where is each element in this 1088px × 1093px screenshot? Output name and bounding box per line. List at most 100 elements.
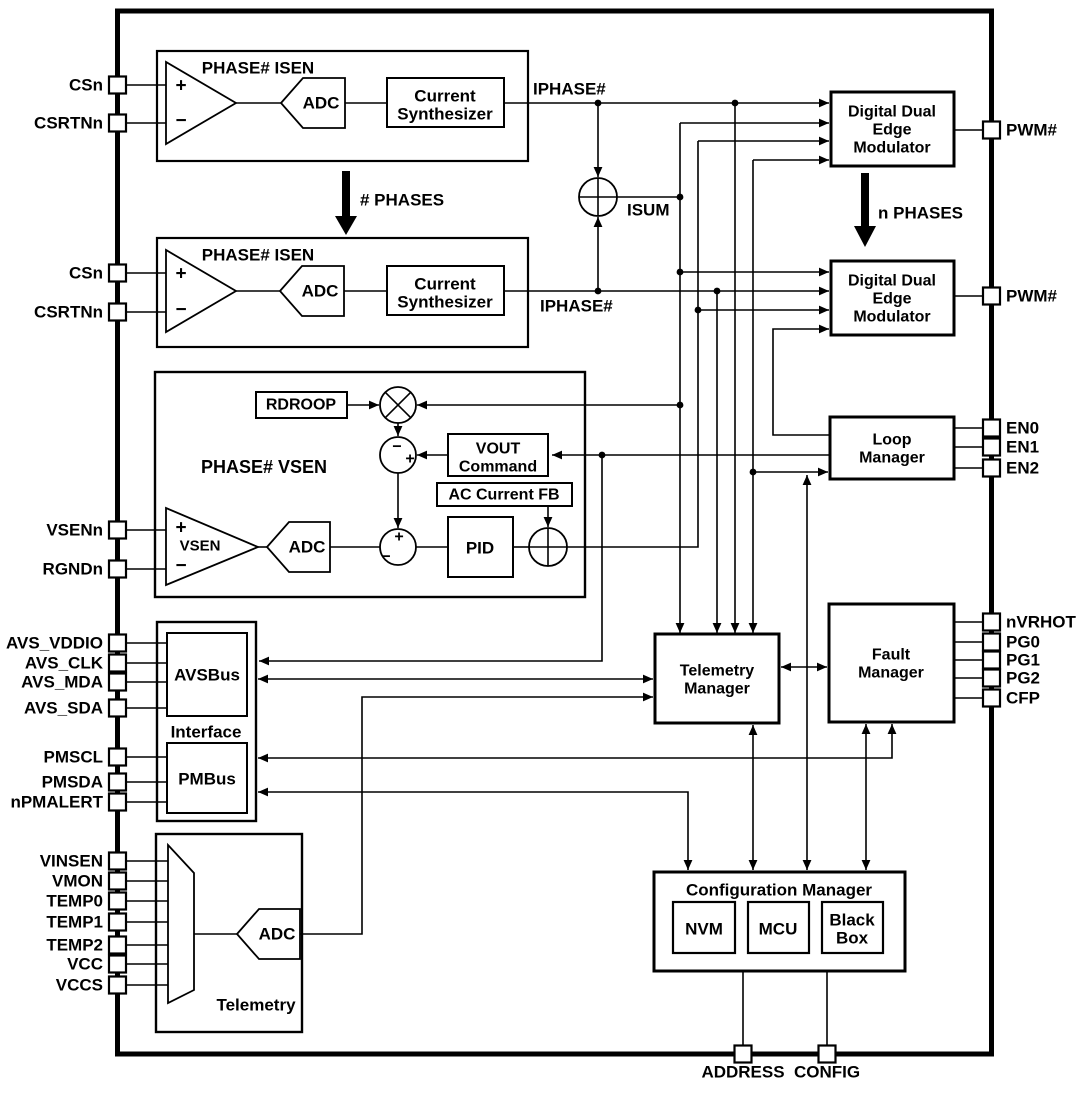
- arrowhead-icon: [543, 517, 553, 527]
- pin-PMSCL: [107, 747, 128, 767]
- box-avsbus: [166, 632, 248, 717]
- box-current-synthesizer-1-label: Synthesizer: [397, 105, 493, 124]
- pin-label-CSRTNn: CSRTNn: [34, 114, 103, 133]
- pin-label-PWM#: PWM#: [1006, 121, 1058, 140]
- signal-label: IPHASE#: [540, 297, 613, 316]
- pin-label-PG1: PG1: [1006, 651, 1040, 670]
- operator-sign: +: [394, 529, 403, 546]
- pin-nVRHOT: [981, 612, 1002, 632]
- signal-label: IPHASE#: [533, 80, 606, 99]
- arrowhead-icon: [259, 656, 269, 666]
- box-isen-block-2-label: PHASE# ISEN: [202, 246, 314, 265]
- arrowhead-icon: [730, 623, 740, 633]
- pin-TEMP1: [107, 912, 128, 932]
- box-loop-manager-label: Manager: [859, 450, 925, 467]
- arrowhead-icon: [748, 725, 758, 735]
- telemetry-mux: [167, 842, 195, 1005]
- box-interface-block-label: Interface: [171, 723, 242, 742]
- box-telemetry-manager: [653, 632, 781, 725]
- minus-sign: −: [175, 556, 186, 577]
- pin-PMSDA: [107, 772, 128, 792]
- pin-TEMP2: [107, 935, 128, 955]
- phases-arrow-right-head-icon: [854, 226, 876, 247]
- pin-label-PG2: PG2: [1006, 669, 1040, 688]
- isen-amp-1: [165, 60, 238, 146]
- pin-label-VINSEN: VINSEN: [40, 852, 103, 871]
- feedback-subtractor: [379, 528, 417, 566]
- arrowhead-icon: [675, 623, 685, 633]
- arrowhead-icon: [417, 400, 427, 410]
- pin-CSn: [107, 75, 128, 95]
- arrowhead-icon: [802, 475, 812, 485]
- box-current-synthesizer-2-label: Current: [414, 275, 476, 294]
- plus-sign: +: [175, 76, 186, 97]
- pin-AVS_SDA: [107, 698, 128, 718]
- plus-sign: +: [175, 264, 186, 285]
- arrowhead-icon: [643, 674, 653, 684]
- box-modulator-1-label: Edge: [872, 122, 911, 139]
- arrowhead-icon: [819, 118, 829, 128]
- box-ac-current-fb-label: AC Current FB: [448, 487, 559, 504]
- arrowhead-icon: [802, 860, 812, 870]
- arrowhead-icon: [258, 753, 268, 763]
- adc-telemetry: [235, 908, 301, 960]
- box-loop-manager-label: Loop: [872, 432, 911, 449]
- pin-label-PMSDA: PMSDA: [42, 773, 103, 792]
- isen-amp-2: [165, 248, 238, 334]
- pin-CONFIG: [817, 1044, 837, 1064]
- pin-label-CSn: CSn: [69, 264, 103, 283]
- pin-label-PWM#: PWM#: [1006, 287, 1058, 306]
- pin-ADDRESS: [733, 1044, 753, 1064]
- pin-label-ADDRESS: ADDRESS: [701, 1063, 784, 1082]
- box-modulator-2-label: Digital Dual: [848, 273, 936, 290]
- box-isen-block-1-label: PHASE# ISEN: [202, 59, 314, 78]
- pin-VCC: [107, 954, 128, 974]
- pin-EN2: [981, 458, 1002, 478]
- arrowhead-icon: [393, 518, 403, 528]
- arrowhead-icon: [748, 860, 758, 870]
- box-modulator-1: [829, 90, 956, 168]
- pin-AVS_CLK: [107, 653, 128, 673]
- pin-PWM#: [981, 120, 1002, 140]
- pin-RGNDn: [107, 559, 128, 579]
- box-modulator-1-label: Modulator: [853, 140, 930, 157]
- box-current-synthesizer-1: [386, 77, 505, 128]
- box-loop-manager: [828, 415, 956, 481]
- arrowhead-icon: [593, 167, 603, 177]
- box-current-synthesizer-1-label: Current: [414, 87, 476, 106]
- droop-multiplier-cross: [384, 391, 412, 419]
- arrowhead-icon: [258, 674, 268, 684]
- signal-label: # PHASES: [360, 191, 444, 210]
- arrowhead-icon: [683, 860, 693, 870]
- vsen-amp-label: VSEN: [180, 538, 221, 555]
- signal-label: n PHASES: [878, 204, 963, 223]
- arrowhead-icon: [817, 662, 827, 672]
- arrowhead-icon: [818, 467, 828, 477]
- box-telemetry-manager-label: Telemetry: [680, 663, 755, 680]
- wire: [567, 141, 699, 548]
- box-black-box: [820, 900, 885, 955]
- box-mcu-label: MCU: [759, 920, 798, 939]
- adc-isen-1-label: ADC: [303, 94, 340, 113]
- pin-AVS_MDA: [107, 672, 128, 692]
- minus-sign: −: [175, 111, 186, 132]
- pin-label-nPMALERT: nPMALERT: [10, 793, 103, 812]
- box-fault-manager-label: Fault: [872, 647, 911, 664]
- pin-label-VCCS: VCCS: [56, 976, 103, 995]
- operator-sign: −: [392, 439, 401, 456]
- pin-label-EN2: EN2: [1006, 459, 1039, 478]
- box-rdroop: [255, 391, 348, 419]
- pin-label-AVS_MDA: AVS_MDA: [21, 673, 103, 692]
- arrowhead-icon: [819, 136, 829, 146]
- phases-arrow-left-head-icon: [335, 216, 357, 235]
- box-pmbus: [166, 742, 248, 814]
- pin-label-AVS_VDDIO: AVS_VDDIO: [6, 634, 103, 653]
- box-ac-current-fb: [436, 482, 573, 507]
- box-telemetry-block-label: Telemetry: [216, 996, 296, 1015]
- pin-label-AVS_SDA: AVS_SDA: [24, 699, 103, 718]
- junction-dot: [676, 193, 684, 201]
- adc-vsen-label: ADC: [289, 538, 326, 557]
- arrowhead-icon: [393, 426, 403, 436]
- box-pid: [447, 516, 514, 578]
